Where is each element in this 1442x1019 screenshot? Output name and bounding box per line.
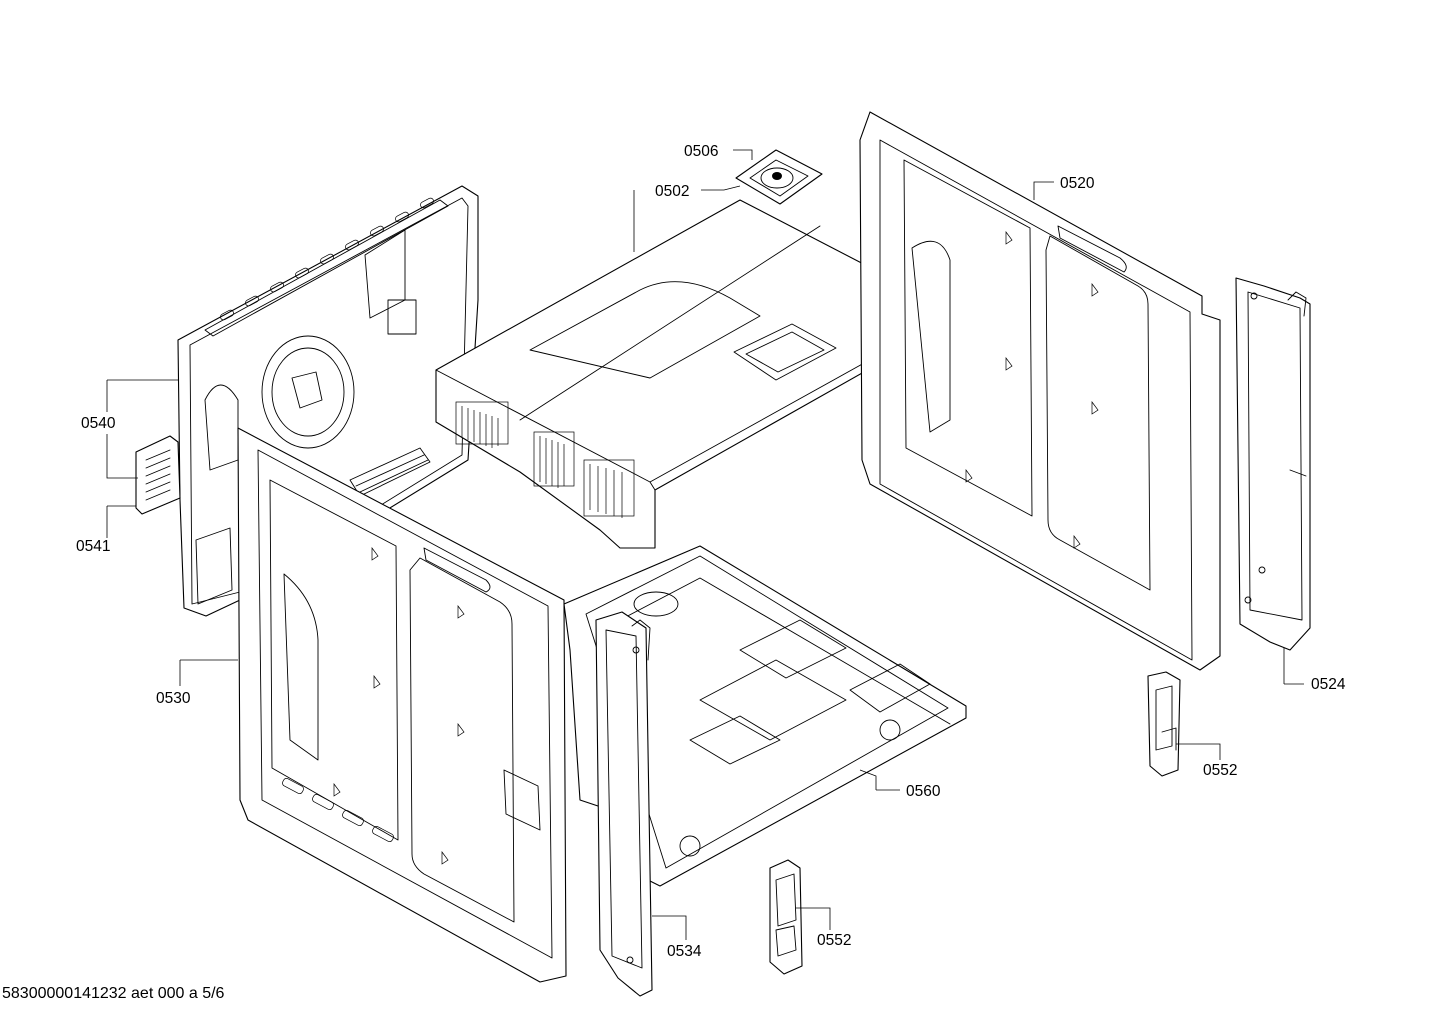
callout-0540: 0540 [81,415,116,432]
callout-0541: 0541 [76,538,110,555]
callout-0552-lower: 0552 [817,932,851,949]
callout-0524: 0524 [1311,676,1346,693]
callout-0506: 0506 [684,143,718,160]
callout-0534: 0534 [667,943,702,960]
part-0552-clip-upper [1147,671,1181,777]
callout-0502: 0502 [655,183,689,200]
callout-0530: 0530 [156,690,191,707]
callout-0560: 0560 [906,783,941,800]
part-0530-left-wall [237,427,567,983]
part-0520-right-wall [859,111,1221,671]
document-reference: 58300000141232 aet 000 a 5/6 [2,985,225,1002]
part-0541-bracket [135,435,181,515]
part-0524-rail [1235,277,1311,651]
part-0534-rail [595,611,653,997]
part-0552-clip-lower [769,859,803,975]
callout-0520: 0520 [1060,175,1095,192]
callout-0552-upper: 0552 [1203,762,1237,779]
leader-lines [106,149,1304,940]
part-0506-cap [735,149,823,205]
